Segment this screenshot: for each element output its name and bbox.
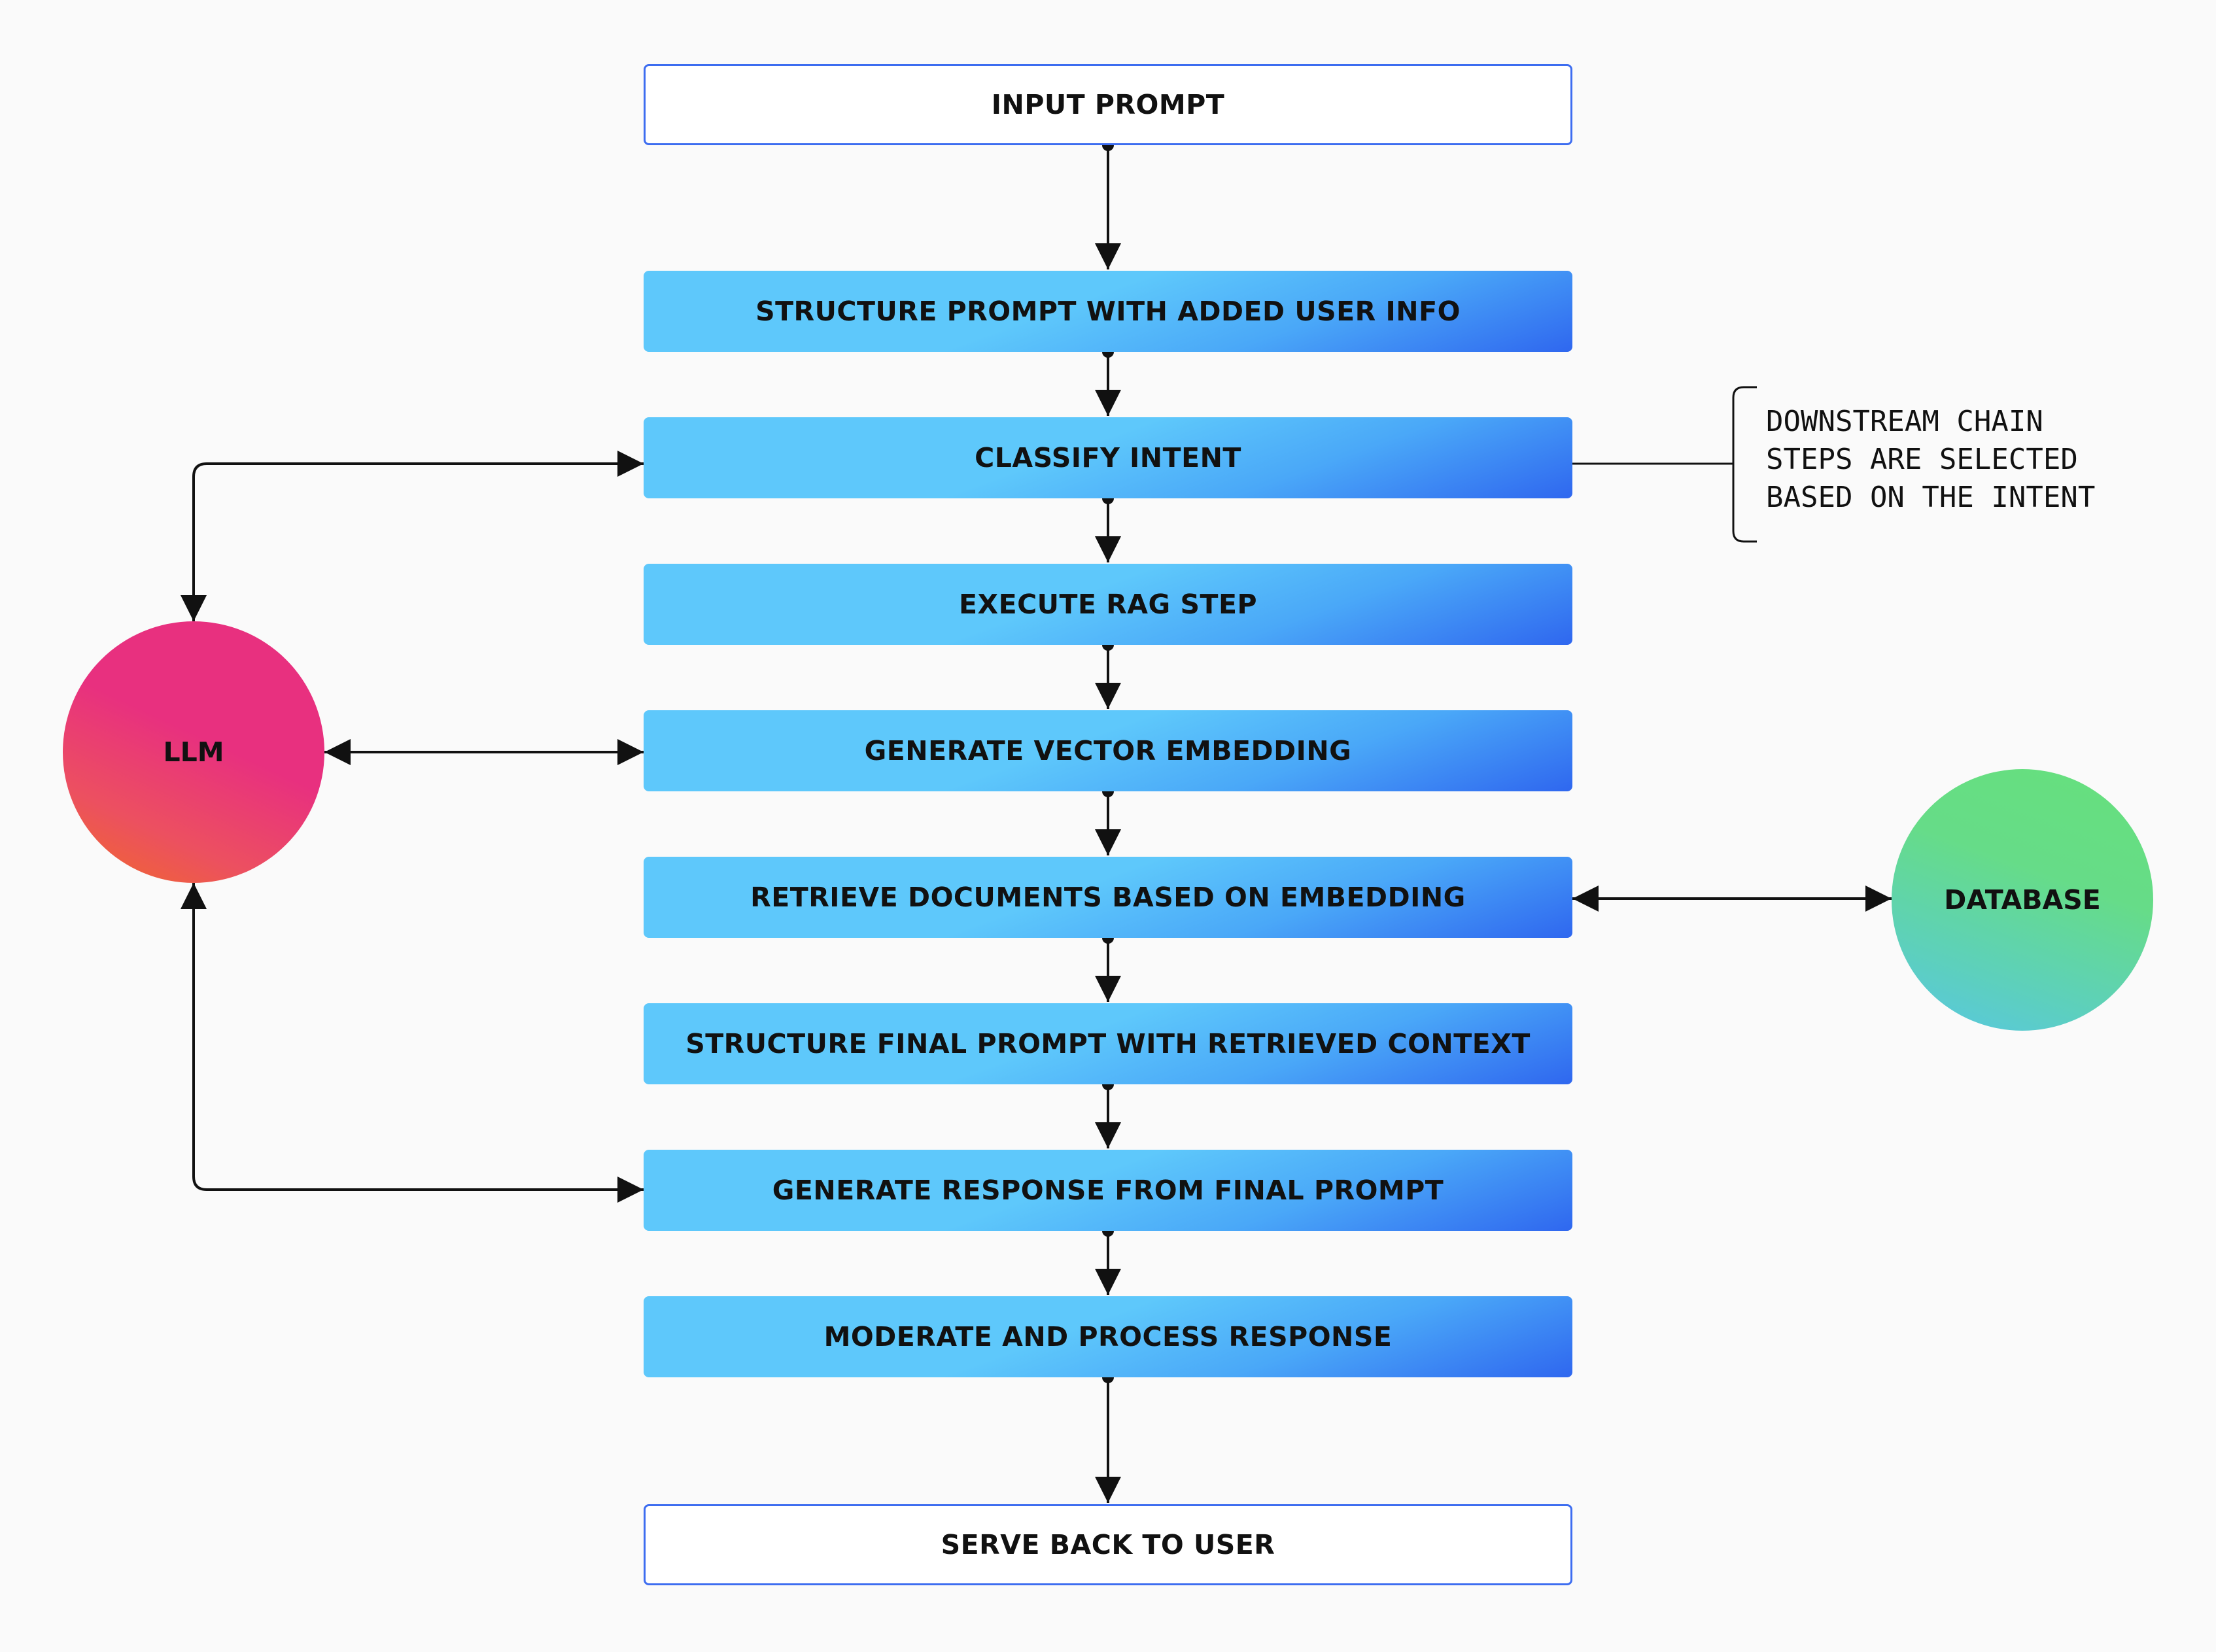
note-line: BASED ON THE INTENT [1766, 481, 2096, 514]
flow-connector-2 [1095, 346, 1121, 416]
note-bracket [1732, 386, 1757, 543]
step-structure-prompt: STRUCTURE PROMPT WITH ADDED USER INFO [644, 271, 1572, 352]
step-serve-back: SERVE BACK TO USER [644, 1504, 1572, 1585]
step-classify-intent: CLASSIFY INTENT [644, 417, 1572, 498]
flow-connector-8 [1095, 1225, 1121, 1295]
step-label: STRUCTURE FINAL PROMPT WITH RETRIEVED CO… [685, 1028, 1531, 1059]
step-generate-embedding: GENERATE VECTOR EMBEDDING [644, 710, 1572, 791]
step-generate-response: GENERATE RESPONSE FROM FINAL PROMPT [644, 1150, 1572, 1231]
llm-response-connector [181, 883, 644, 1203]
step-execute-rag: EXECUTE RAG STEP [644, 564, 1572, 645]
step-label: SERVE BACK TO USER [941, 1529, 1275, 1560]
step-input-prompt: INPUT PROMPT [644, 64, 1572, 145]
flow-connector-9 [1095, 1371, 1121, 1503]
flow-connector-4 [1095, 639, 1121, 709]
step-label: GENERATE VECTOR EMBEDDING [864, 735, 1352, 766]
step-label: EXECUTE RAG STEP [958, 589, 1258, 620]
llm-node: LLM [63, 621, 324, 883]
step-label: GENERATE RESPONSE FROM FINAL PROMPT [772, 1175, 1444, 1206]
step-label: MODERATE AND PROCESS RESPONSE [823, 1321, 1393, 1352]
step-label: RETRIEVE DOCUMENTS BASED ON EMBEDDING [750, 882, 1466, 913]
note-line: DOWNSTREAM CHAIN [1766, 405, 2043, 438]
step-retrieve-documents: RETRIEVE DOCUMENTS BASED ON EMBEDDING [644, 857, 1572, 938]
flow-connector-7 [1095, 1078, 1121, 1148]
step-label: INPUT PROMPT [991, 89, 1225, 120]
step-structure-final-prompt: STRUCTURE FINAL PROMPT WITH RETRIEVED CO… [644, 1003, 1572, 1084]
intent-note: DOWNSTREAM CHAIN STEPS ARE SELECTED BASE… [1766, 403, 2095, 517]
step-label: STRUCTURE PROMPT WITH ADDED USER INFO [755, 296, 1461, 327]
database-label: DATABASE [1944, 884, 2101, 916]
step-moderate-response: MODERATE AND PROCESS RESPONSE [644, 1296, 1572, 1377]
flow-connector-6 [1095, 932, 1121, 1002]
note-line: STEPS ARE SELECTED [1766, 443, 2078, 476]
step-label: CLASSIFY INTENT [975, 442, 1241, 473]
flow-connector-5 [1095, 785, 1121, 855]
flow-connector-3 [1095, 492, 1121, 562]
database-node: DATABASE [1892, 769, 2153, 1031]
llm-label: LLM [163, 736, 224, 768]
llm-classify-connector [181, 451, 644, 621]
flow-connector-1 [1095, 139, 1121, 269]
